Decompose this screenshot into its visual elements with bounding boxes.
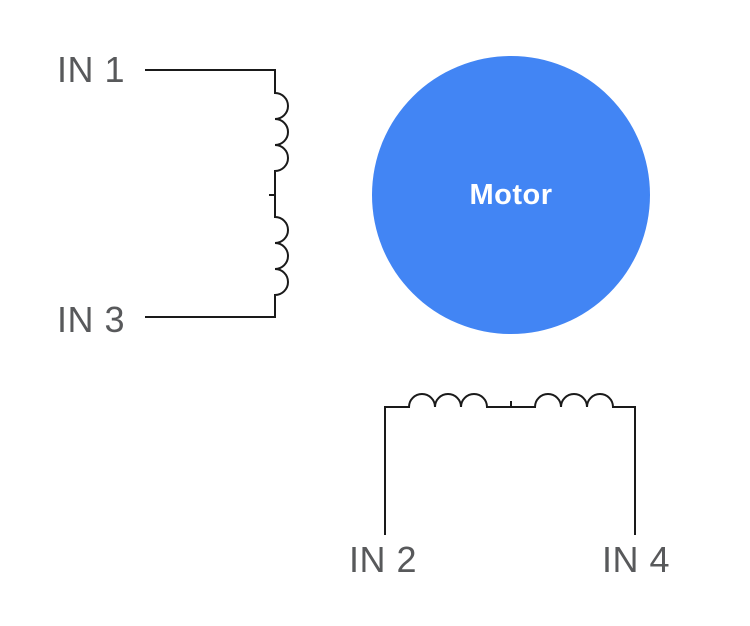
motor-label-box: Motor [372,56,650,334]
motor-label: Motor [469,178,553,211]
motor-circle [372,56,650,334]
terminal-label-in2: IN 2 [349,539,418,580]
terminal-label-in4: IN 4 [602,539,671,580]
terminal-label-in3: IN 3 [57,299,126,340]
terminal-label-in1: IN 1 [57,49,126,90]
winding-a-coil [145,69,289,318]
winding-b-coil [384,393,636,535]
